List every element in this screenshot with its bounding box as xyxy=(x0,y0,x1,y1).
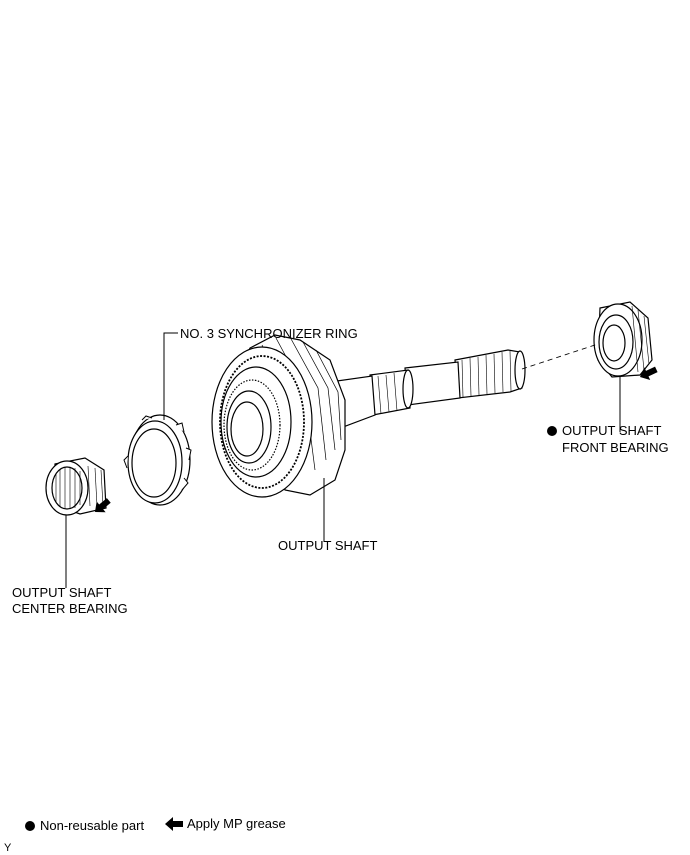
front-bearing-label-line2: FRONT BEARING xyxy=(562,440,669,455)
center-bearing-label-line2: CENTER BEARING xyxy=(12,601,128,616)
legend-dot-icon xyxy=(25,821,35,831)
legend-apply-grease: Apply MP grease xyxy=(187,816,286,831)
center-bearing-part xyxy=(45,457,107,516)
synchronizer-ring-part xyxy=(123,414,192,506)
sync-ring-label: NO. 3 SYNCHRONIZER RING xyxy=(180,326,358,341)
non-reusable-dot-icon xyxy=(547,426,557,436)
output-shaft-part xyxy=(211,334,526,498)
front-bearing-label-line1: OUTPUT SHAFT xyxy=(562,423,661,438)
alignment-line xyxy=(521,343,599,370)
legend-arrow-icon xyxy=(165,817,183,831)
center-bearing-label-line1: OUTPUT SHAFT xyxy=(12,585,111,600)
front-bearing-part xyxy=(593,301,653,378)
legend-non-reusable: Non-reusable part xyxy=(40,818,144,833)
leader-lines xyxy=(65,332,621,588)
corner-mark: Y xyxy=(4,842,12,854)
output-shaft-label: OUTPUT SHAFT xyxy=(278,538,377,553)
legend: Non-reusable part Apply MP grease xyxy=(25,816,286,833)
